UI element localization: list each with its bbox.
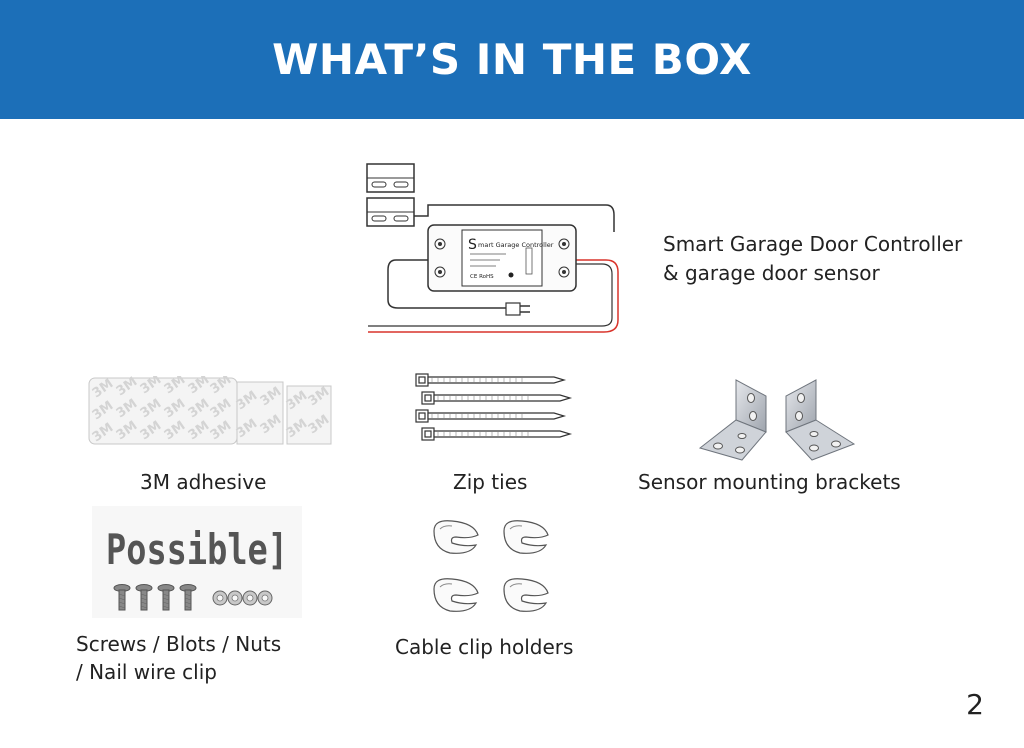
device-text: mart Garage Controller xyxy=(478,241,554,249)
page-number: 2 xyxy=(966,688,984,721)
zip-ties-label: Zip ties xyxy=(453,470,528,494)
header-banner: WHAT’S IN THE BOX xyxy=(0,0,1024,119)
page-title: WHAT’S IN THE BOX xyxy=(272,35,752,84)
screws-label-line1: Screws / Blots / Nuts xyxy=(76,632,282,656)
controller-image: S mart Garage Controller CE RoHS xyxy=(366,163,619,333)
adhesive-label: 3M adhesive xyxy=(140,470,267,494)
screws-image: Possible] xyxy=(92,506,302,618)
brackets-image xyxy=(698,379,856,461)
controller-label-line1: Smart Garage Door Controller xyxy=(663,232,963,256)
cable-clips-image xyxy=(433,520,549,612)
screws-image-text: Possible] xyxy=(106,525,288,574)
controller-label-line2: & garage door sensor xyxy=(663,261,880,285)
device-marks: CE RoHS xyxy=(470,274,494,280)
adhesive-image: 3M 3M 3M 3M 3M 3M 3M 3M 3M 3M 3M 3M 3M 3… xyxy=(88,376,332,445)
zip-ties-image xyxy=(415,373,573,441)
screws-label-line2: / Nail wire clip xyxy=(76,660,217,684)
cable-clips-label: Cable clip holders xyxy=(395,635,574,659)
brackets-label: Sensor mounting brackets xyxy=(638,470,901,494)
svg-text:S: S xyxy=(468,237,477,253)
